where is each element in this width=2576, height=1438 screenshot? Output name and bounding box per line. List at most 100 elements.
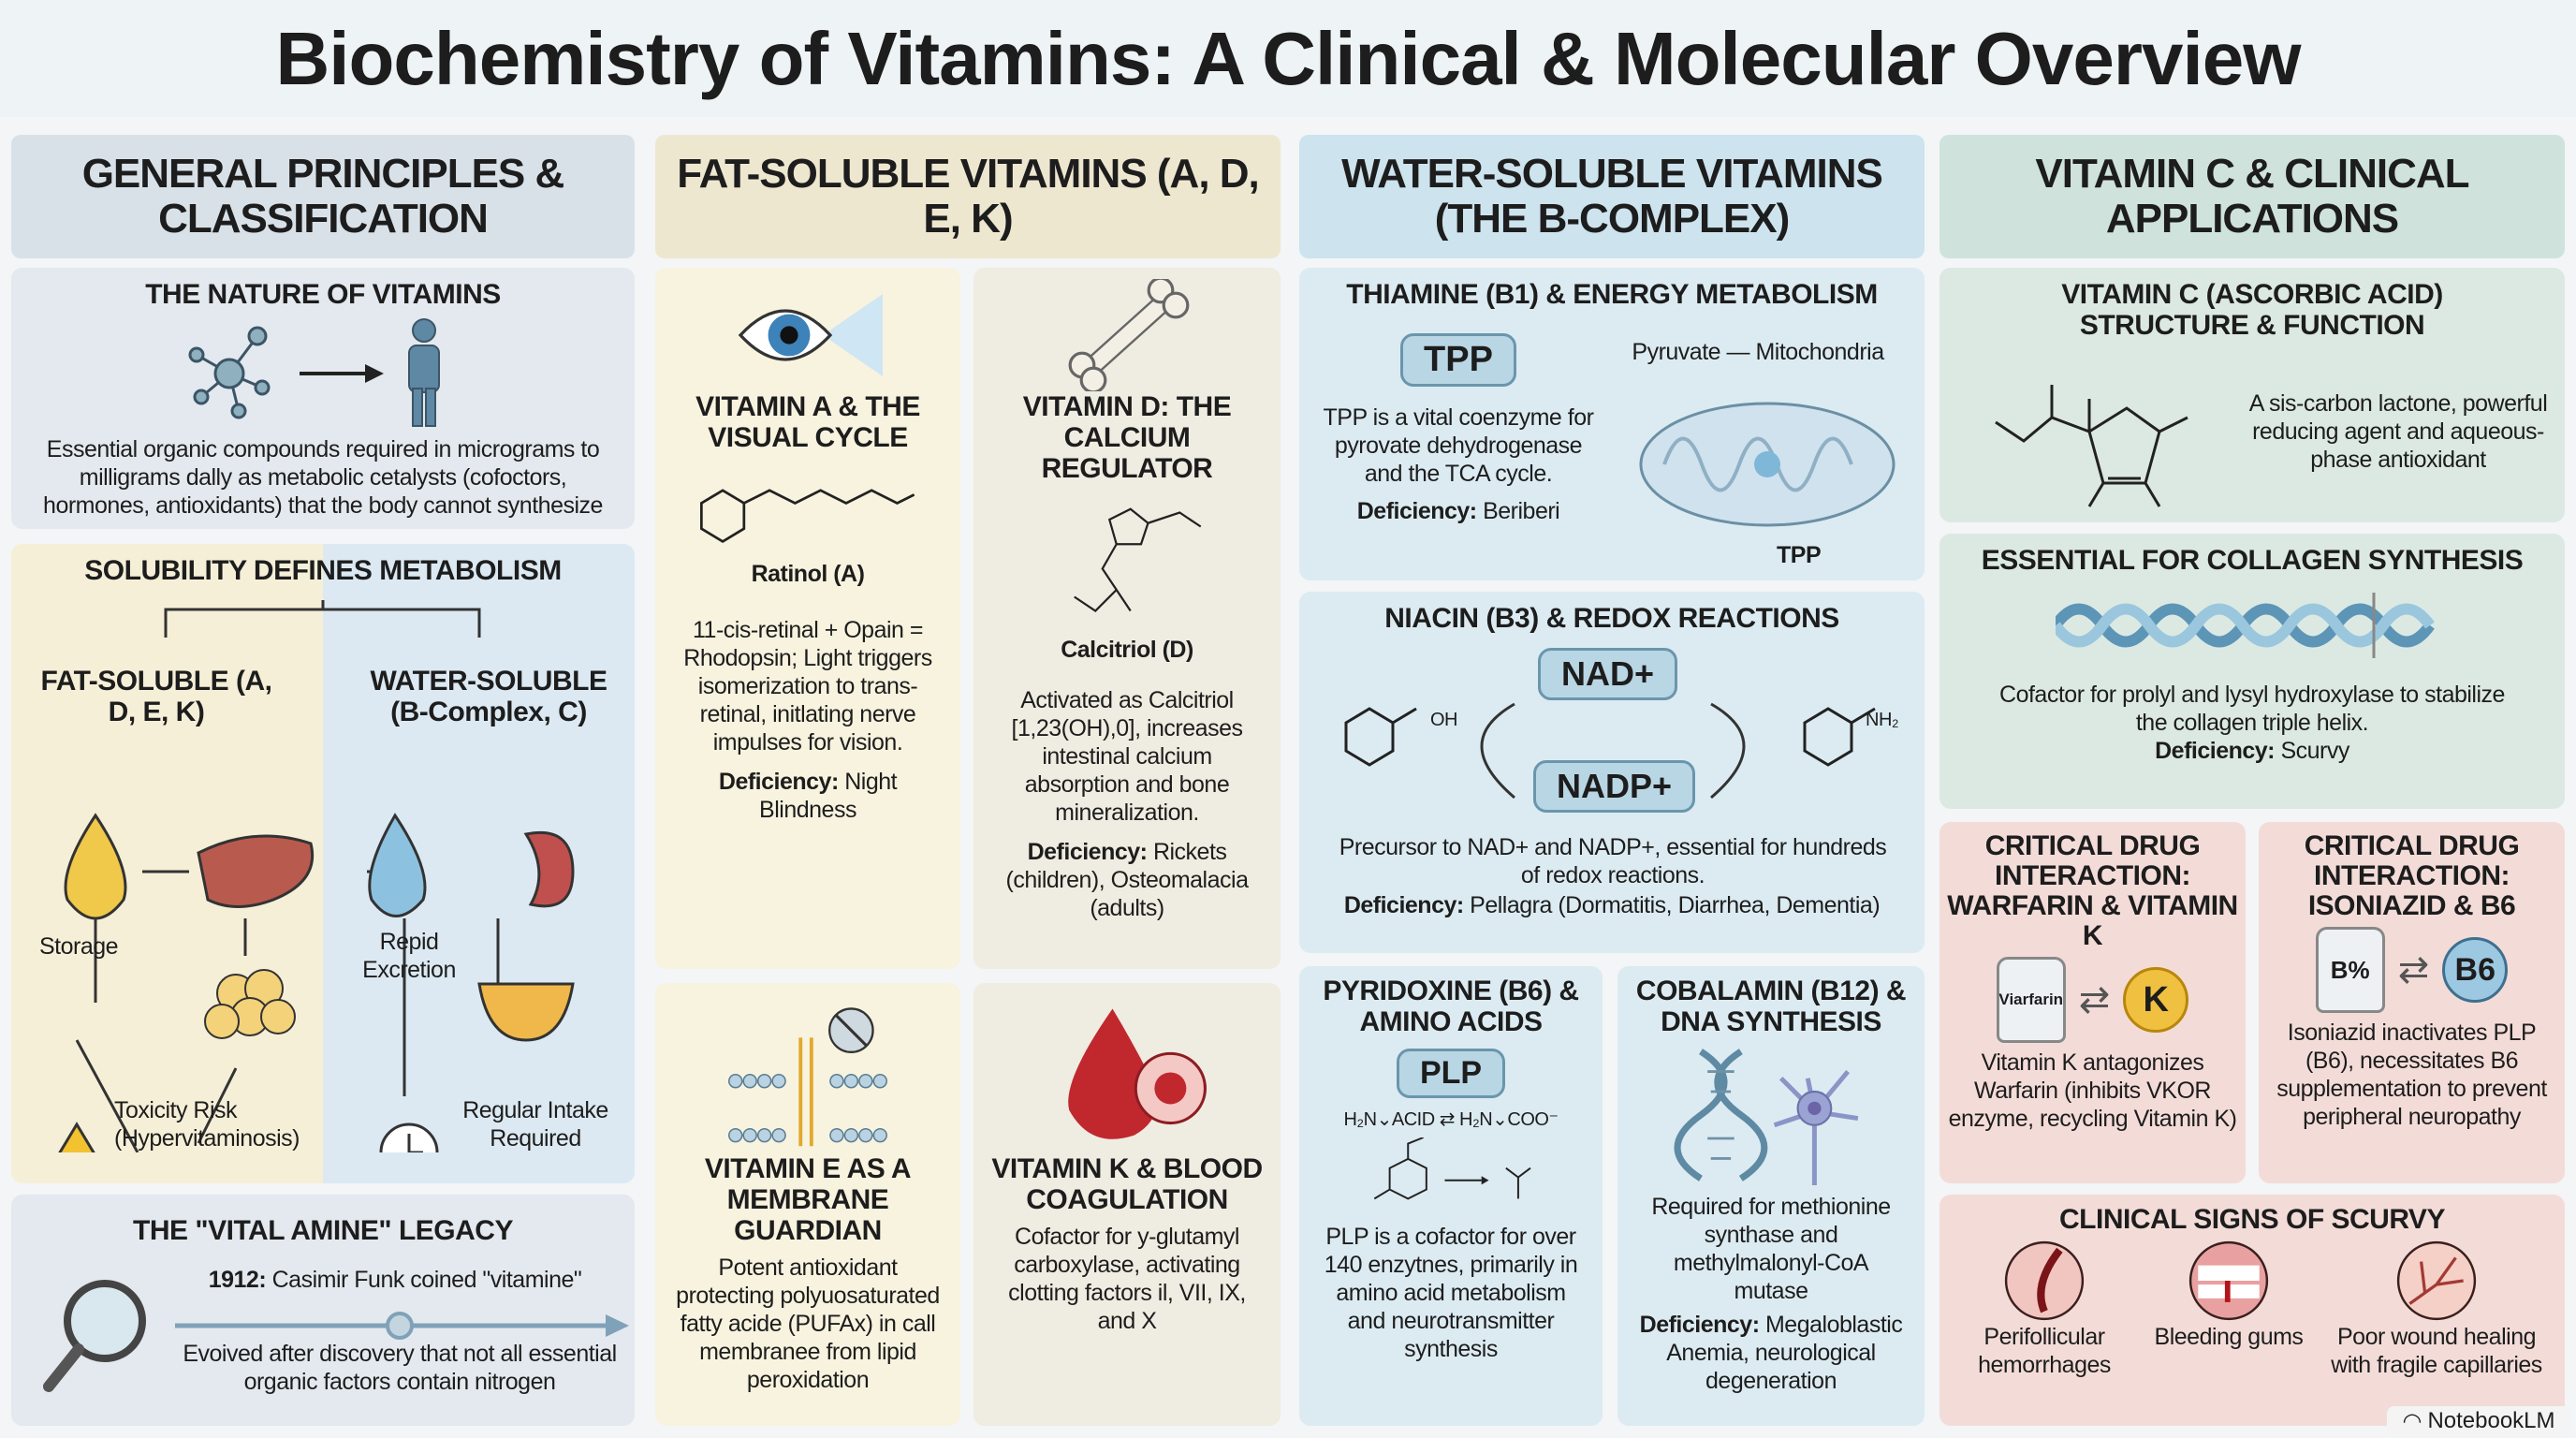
- vitamin-d-deficiency: Deficiency: Rickets (children), Osteomal…: [990, 838, 1264, 922]
- scurvy-sign: Perifollicular hemorrhages: [1951, 1239, 2138, 1379]
- vitamin-c-title: VITAMIN C (ASCORBIC ACID) STRUCTURE & FU…: [2061, 279, 2443, 341]
- b6-badge: B6: [2442, 937, 2509, 1003]
- warfarin-bottle-icon: Viarfarin: [1996, 957, 2066, 1043]
- deficiency-value: Night Blindness: [759, 769, 898, 823]
- column-header-vitamin-c: VITAMIN C & CLINICAL APPLICATIONS: [1939, 135, 2565, 258]
- vitamin-k-text: Cofactor for y-glutamyl carboxylase, act…: [1008, 1224, 1246, 1334]
- fragile-capillaries-icon: [2396, 1240, 2477, 1321]
- isoniazid-panel: CRITICAL DRUG INTERACTION: ISONIAZID & B…: [2259, 822, 2565, 1183]
- nature-title: THE NATURE OF VITAMINS: [145, 279, 501, 310]
- vitamin-d-text: Activated as Calcitriol [1,23(OH),0], in…: [1011, 687, 1243, 826]
- collagen-panel: ESSENTIAL FOR COLLAGEN SYNTHESIS Cofacto…: [1939, 534, 2565, 809]
- blood-drop-icon: [1068, 1008, 1207, 1139]
- mitochondria-label: Mitochondria: [1755, 339, 1884, 365]
- neuron-icon: [1773, 1069, 1859, 1185]
- vitamin-k-title: VITAMIN K & BLOOD COAGULATION: [991, 1153, 1263, 1215]
- isoniazid-graphic: B% ⇄ B6: [2315, 927, 2509, 1013]
- storage-label: Storage: [39, 933, 119, 960]
- cobalamin-deficiency: Deficiency: Megaloblastic Anemia, neurol…: [1634, 1311, 1908, 1395]
- eye-icon: [738, 294, 883, 376]
- niacin-text: Precursor to NAD+ and NADP+, essential f…: [1339, 834, 1887, 888]
- scurvy-sign: Bleeding gums: [2149, 1239, 2308, 1379]
- vitamin-e-text: Potent antioxidant protecting polyuosatu…: [676, 1255, 940, 1393]
- pyruvate-mitochondria-label: Pyruvate — Mitochondria: [1632, 339, 1884, 365]
- notebooklm-watermark: ◠NotebookLM: [2387, 1406, 2570, 1436]
- timeline-arrow: [175, 1312, 629, 1340]
- legacy-panel: THE "VITAL AMINE" LEGACY 1912: Casimir F…: [11, 1195, 635, 1426]
- interaction-arrows-icon: ⇄: [2078, 979, 2111, 1020]
- page-title: Biochemistry of Vitamins: A Clinical & M…: [0, 0, 2576, 117]
- scurvy-panel: CLINICAL SIGNS OF SCURVY Perifollicular …: [1939, 1195, 2565, 1426]
- vitamin-d-panel: VITAMIN D: THE CALCIUM REGULATOR Calcitr…: [973, 268, 1281, 969]
- niacin-oh-label: OH: [1430, 710, 1458, 730]
- nadp-badge: NADP+: [1533, 760, 1696, 813]
- scurvy-sign-label: Bleeding gums: [2154, 1324, 2304, 1350]
- tpp-badge: TPP: [1400, 333, 1516, 387]
- mitochondria-icon: [1639, 402, 1895, 527]
- pyridoxine-text: PLP is a cofactor for over 140 enzytnes,…: [1324, 1224, 1578, 1362]
- niacin-title: NIACIN (B3) & REDOX REACTIONS: [1384, 603, 1839, 634]
- warfarin-text: Vitamin K antagonizes Warfarin (inhibits…: [1948, 1049, 2237, 1132]
- deficiency-label: Deficiency:: [1027, 839, 1148, 865]
- vitamin-k-badge: K: [2123, 967, 2189, 1033]
- legacy-event: 1912: Casimir Funk coined "vitamine": [161, 1266, 629, 1294]
- legacy-event-text: Casimir Funk coined "vitamine": [271, 1267, 582, 1293]
- ascorbic-acid-structure: [1995, 385, 2188, 507]
- deficiency-label: Deficiency:: [718, 769, 839, 795]
- nad-badge: NAD+: [1538, 648, 1678, 700]
- column-header-general: GENERAL PRINCIPLES & CLASSIFICATION: [11, 135, 635, 258]
- isoniazid-title: CRITICAL DRUG INTERACTION: ISONIAZID & B…: [2304, 830, 2520, 921]
- calcitriol-label: Calcitriol (D): [1061, 637, 1193, 663]
- collagen-deficiency: Deficiency: Scurvy: [2155, 737, 2349, 765]
- legacy-year: 1912:: [208, 1267, 267, 1293]
- pyridoxine-panel: PYRIDOXINE (B6) & AMINO ACIDS PLP H₂N⌄AC…: [1299, 966, 1603, 1426]
- legacy-text: Evoived after discovery that not all ess…: [183, 1341, 617, 1395]
- molecule-to-human-icon: [188, 318, 440, 427]
- thiamine-panel: THIAMINE (B1) & ENERGY METABOLISM TPP TP…: [1299, 268, 1925, 580]
- warfarin-panel: CRITICAL DRUG INTERACTION: WARFARIN & VI…: [1939, 822, 2246, 1183]
- vitamin-k-panel: VITAMIN K & BLOOD COAGULATION Cofactor f…: [973, 983, 1281, 1426]
- scurvy-sign: Poor wound healing with fragile capillar…: [2320, 1239, 2554, 1379]
- column-header-water-soluble: WATER-SOLUBLE VITAMINS (THE B-COMPLEX): [1299, 135, 1925, 258]
- hair-follicle-icon: [2004, 1240, 2085, 1321]
- column-header-fat-soluble: FAT-SOLUBLE VITAMINS (A, D, E, K): [655, 135, 1281, 258]
- thiamine-title: THIAMINE (B1) & ENERGY METABOLISM: [1346, 279, 1878, 310]
- thiamine-text: TPP is a vital coenzyme for pyrovate deh…: [1323, 404, 1594, 487]
- vitamin-d-title: VITAMIN D: THE CALCIUM REGULATOR: [1022, 391, 1232, 484]
- solubility-diagram: [58, 600, 575, 1152]
- water-soluble-label: WATER-SOLUBLE (B-Complex, C): [370, 666, 607, 727]
- isoniazid-text: Isoniazid inactivates PLP (B6), necessit…: [2276, 1020, 2547, 1130]
- bladder-icon: [477, 982, 575, 1042]
- fat-soluble-label: FAT-SOLUBLE (A, D, E, K): [40, 666, 272, 727]
- deficiency-value: Rickets (children), Osteomalacia (adults…: [1005, 839, 1249, 921]
- fat-cells-icon: [204, 969, 296, 1039]
- collagen-title: ESSENTIAL FOR COLLAGEN SYNTHESIS: [1981, 545, 2524, 576]
- scurvy-sign-label: Perifollicular hemorrhages: [1978, 1324, 2111, 1378]
- vitamin-a-deficiency: Deficiency: Night Blindness: [672, 768, 944, 824]
- scurvy-title: CLINICAL SIGNS OF SCURVY: [2059, 1204, 2445, 1235]
- excretion-label: Repid Excretion: [362, 929, 456, 983]
- kidney-icon: [523, 830, 575, 908]
- liver-icon: [197, 834, 315, 908]
- water-drop-icon: [368, 813, 427, 917]
- warning-icon: [58, 1122, 95, 1152]
- nicotinamide-nh2-label: NH₂: [1866, 710, 1899, 730]
- deficiency-label: Deficiency:: [1343, 892, 1464, 918]
- membrane-icon: [727, 1007, 887, 1147]
- nature-text: Essential organic compounds required in …: [43, 436, 603, 519]
- scurvy-sign-label: Poor wound healing with fragile capillar…: [2331, 1324, 2542, 1378]
- transamination-equation: H₂N⌄ACID ⇄ H₂N⌄COO⁻: [1343, 1109, 1559, 1130]
- plp-structure: [1373, 1137, 1531, 1200]
- deficiency-value: Pellagra (Dormatitis, Diarrhea, Dementia…: [1470, 892, 1881, 918]
- magnifier-icon: [43, 1280, 146, 1392]
- collagen-helix-icon: [2056, 593, 2435, 658]
- cobalamin-title: COBALAMIN (B12) & DNA SYNTHESIS: [1635, 976, 1907, 1037]
- legacy-graphic: [43, 1280, 629, 1392]
- nature-panel: THE NATURE OF VITAMINS Essential organic…: [11, 268, 635, 529]
- deficiency-label: Deficiency:: [1356, 498, 1477, 524]
- deficiency-label: Deficiency:: [2155, 738, 2276, 764]
- oil-drop-icon: [64, 813, 127, 920]
- calcitriol-structure: [1074, 507, 1202, 612]
- niacin-deficiency: Deficiency: Pellagra (Dormatitis, Diarrh…: [1312, 891, 1911, 919]
- retinol-structure: [700, 489, 915, 543]
